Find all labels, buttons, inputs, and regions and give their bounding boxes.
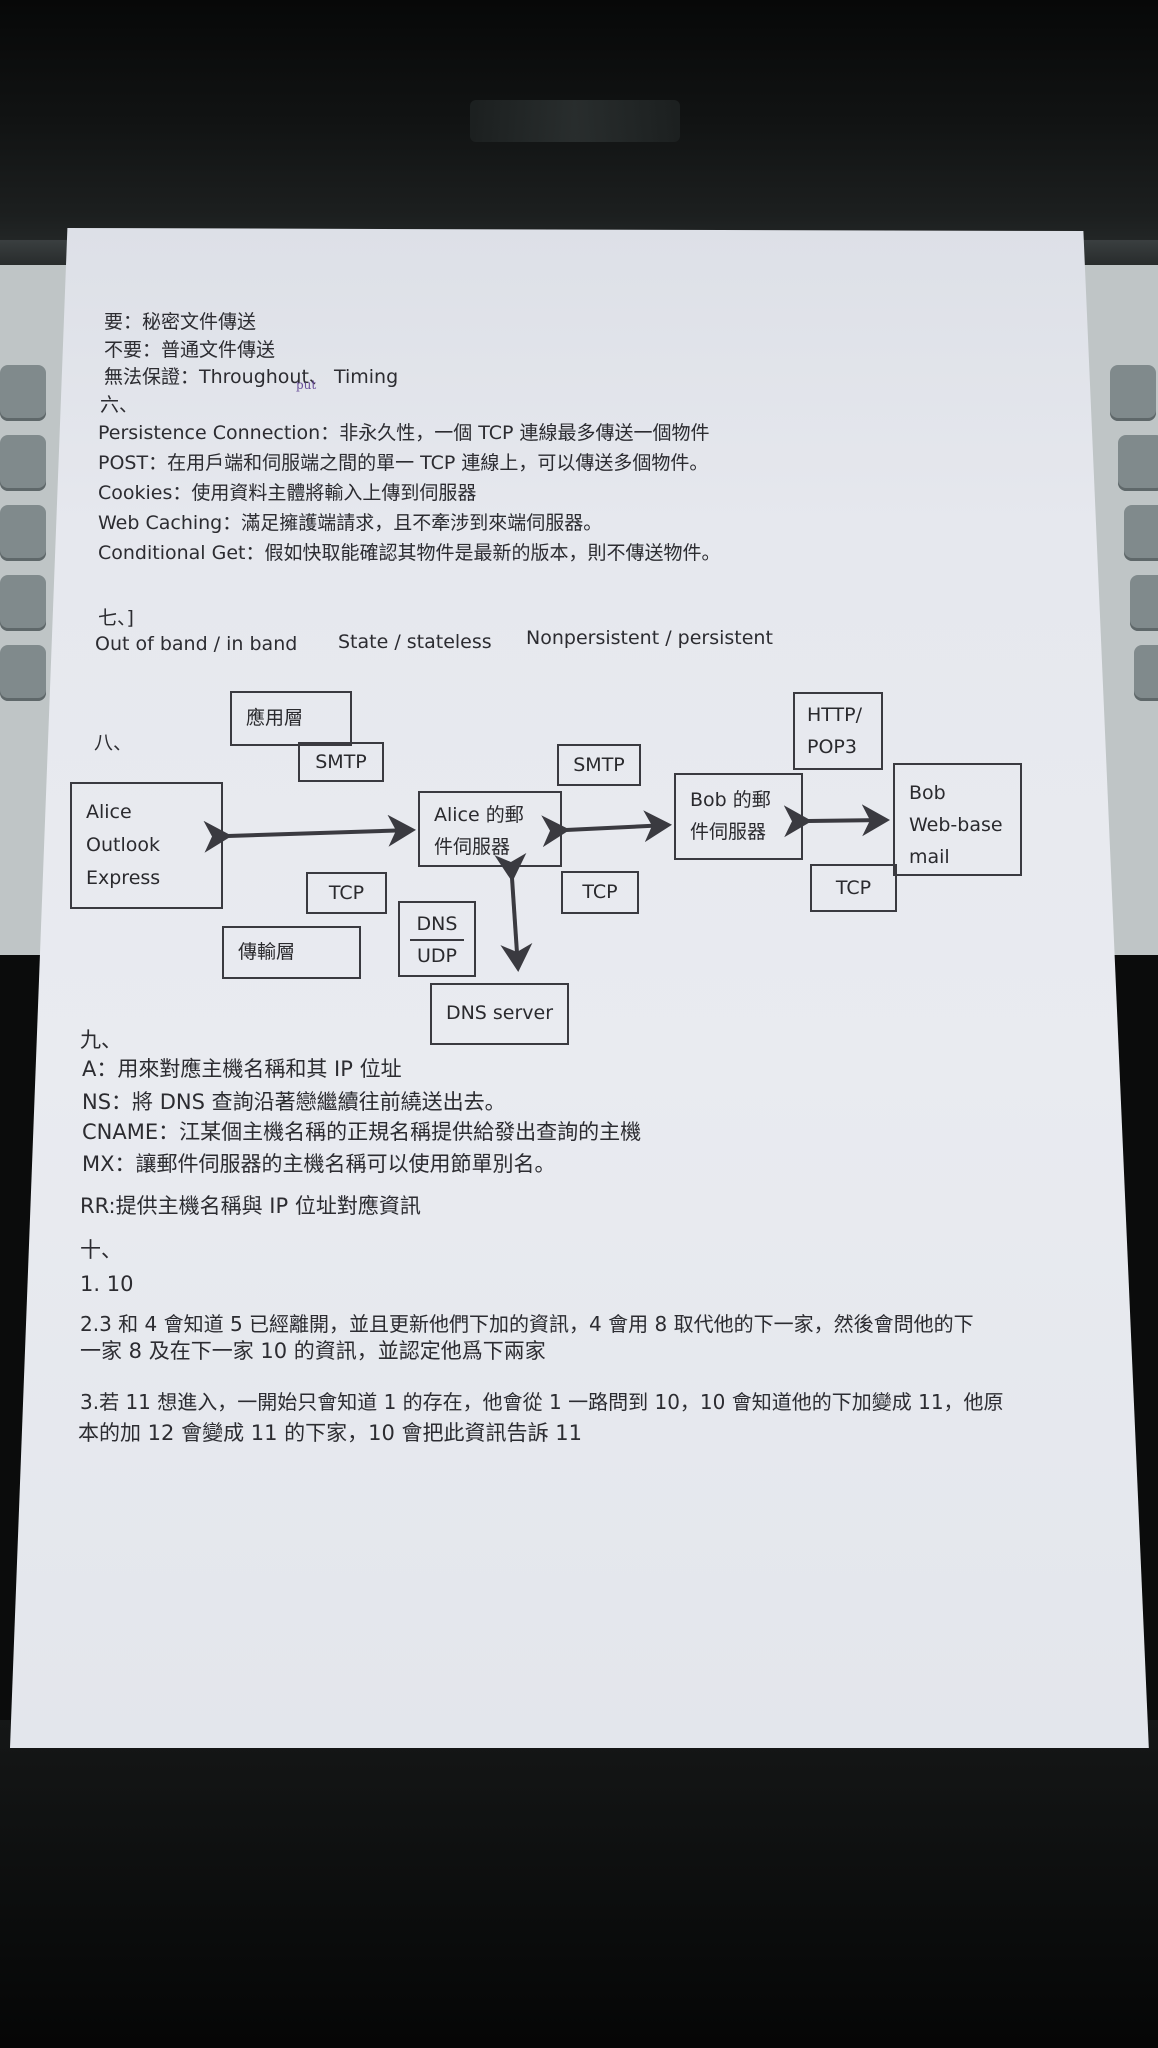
section-6-item: Persistence Connection：非永久性，一個 TCP 連線最多傳… [98, 422, 710, 444]
tcp-box: TCP [561, 871, 639, 914]
laptop-logo [470, 100, 680, 142]
section-10-line: 1. 10 [80, 1272, 134, 1296]
alice-client-label: Alice Outlook Express [86, 801, 161, 889]
handwritten-note: put [296, 378, 317, 392]
bob-client-box: Bob Web-base mail [893, 763, 1022, 876]
tcp-box: TCP [306, 872, 387, 914]
key [0, 575, 46, 631]
tcp-box: TCP [810, 864, 897, 912]
arrow-alice-server-to-dns-server [494, 852, 533, 972]
key [0, 645, 46, 701]
section-7-term: State / stateless [338, 631, 492, 653]
section-6-item: Web Caching：滿足擁護端請求，且不牽涉到來端伺服器。 [98, 512, 603, 534]
alice-server-box: Alice 的郵 件伺服器 [418, 791, 562, 867]
key [0, 505, 46, 561]
bob-client-label: Bob Web-base mail [909, 782, 1003, 868]
alice-client-box: Alice Outlook Express [70, 782, 223, 909]
section-6-item: Conditional Get：假如快取能確認其物件是最新的版本，則不傳送物件。 [98, 542, 721, 564]
smtp-label: SMTP [315, 751, 367, 773]
fraction-divider [410, 939, 464, 941]
section-10-line: 本的加 12 會變成 11 的下家，10 會把此資訊告訴 11 [78, 1421, 582, 1445]
section-10-line: 一家 8 及在下一家 10 的資訊，並認定他爲下兩家 [80, 1339, 546, 1363]
dns-server-label: DNS server [445, 1002, 554, 1024]
section-9-item: CNAME：江某個主機名稱的正規名稱提供給發出查詢的主機 [82, 1120, 642, 1144]
section-10-line: 3.若 11 想進入，一開始只會知道 1 的存在，他會從 1 一路問到 10，1… [80, 1390, 1004, 1414]
tcp-label: TCP [582, 881, 618, 903]
key [1130, 575, 1158, 631]
paper-sheet [10, 228, 1149, 1748]
key [0, 365, 46, 421]
dns-server-box: DNS server [430, 983, 569, 1045]
section-9-item: RR:提供主機名稱與 IP 位址對應資訊 [80, 1194, 421, 1218]
arrow-alice-server-to-bob-server [541, 810, 672, 848]
header-line-3: 無法保證：Throughout、 Timing [104, 366, 399, 388]
section-9-heading: 九、 [80, 1028, 122, 1052]
section-9-item: A：用來對應主機名稱和其 IP 位址 [82, 1057, 402, 1081]
smtp-box-right: SMTP [557, 744, 641, 786]
http-pop3-box: HTTP/ POP3 [793, 692, 883, 770]
section-7-term: Nonpersistent / persistent [526, 627, 773, 649]
section-6-item: Cookies：使用資料主體將輸入上傳到伺服器 [98, 482, 477, 504]
key [1134, 645, 1158, 701]
arrow-alice-client-to-server [203, 814, 416, 853]
smtp-label: SMTP [573, 754, 625, 776]
udp-label: UDP [417, 945, 457, 967]
http-pop3-label: HTTP/ POP3 [807, 704, 863, 758]
desk-shadow [0, 1720, 1158, 2048]
header-line-2: 不要：普通文件傳送 [104, 339, 276, 361]
transport-layer-label: 傳輸層 [238, 941, 296, 963]
smtp-box-left: SMTP [298, 742, 384, 782]
application-layer-box: 應用層 [230, 691, 352, 746]
application-layer-label: 應用層 [246, 707, 304, 729]
section-9-item: NS：將 DNS 查詢沿著戀繼續往前繞送出去。 [82, 1090, 506, 1114]
tcp-label: TCP [328, 882, 365, 904]
section-10-heading: 十、 [80, 1238, 122, 1262]
bob-server-box: Bob 的郵 件伺服器 [674, 773, 803, 860]
section-7-term: Out of band / in band [95, 633, 298, 655]
transport-layer-box: 傳輸層 [222, 926, 361, 979]
header-line-1: 要：秘密文件傳送 [104, 311, 257, 333]
section-9-item: MX：讓郵件伺服器的主機名稱可以使用節單別名。 [82, 1152, 556, 1176]
arrow-bob-server-to-bob-client [783, 804, 890, 838]
section-10-line: 2.3 和 4 會知道 5 已經離開，並且更新他們下加的資訊，4 會用 8 取代… [80, 1312, 974, 1336]
dns-label: DNS [416, 913, 458, 935]
key [1124, 505, 1158, 561]
tcp-label: TCP [835, 877, 872, 899]
key [1118, 435, 1158, 491]
section-8-heading: 八、 [94, 732, 133, 754]
section-7-heading: 七、] [98, 607, 134, 629]
bob-server-label: Bob 的郵 件伺服器 [690, 789, 771, 843]
section-6-heading: 六、 [100, 394, 139, 416]
dns-udp-box: DNS UDP [398, 901, 476, 977]
key [0, 435, 46, 491]
alice-server-label: Alice 的郵 件伺服器 [434, 804, 524, 858]
section-6-item: POST：在用戶端和伺服端之間的單一 TCP 連線上，可以傳送多個物件。 [98, 452, 709, 474]
key [1110, 365, 1156, 421]
